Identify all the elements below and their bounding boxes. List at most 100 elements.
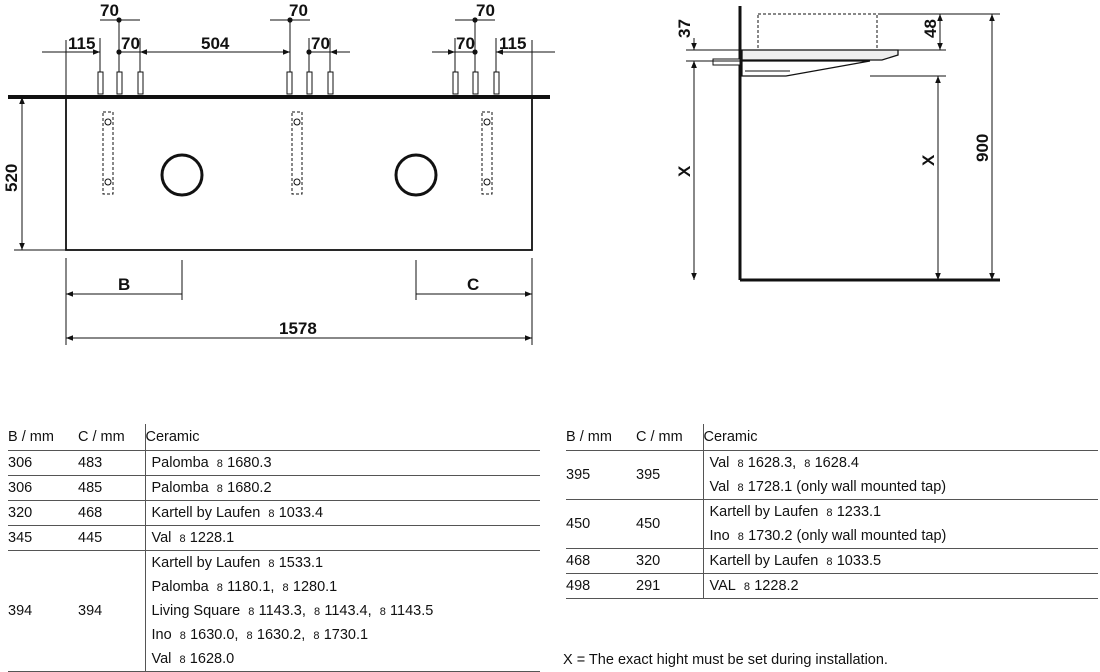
cell-b: 468 bbox=[566, 548, 636, 574]
article-number: 8 1233.1 bbox=[826, 504, 882, 520]
cell-c: 450 bbox=[636, 499, 703, 549]
article-number: 8 1143.4, bbox=[313, 603, 372, 619]
dim-top-70-3: 70 bbox=[476, 1, 495, 20]
ceramic-line: Val 8 1228.1 bbox=[152, 526, 541, 550]
ceramic-line: Kartell by Laufen 8 1033.5 bbox=[710, 549, 1099, 573]
ceramic-line: Val 8 1628.3, 8 1628.4 bbox=[710, 451, 1099, 475]
header-b: B / mm bbox=[566, 424, 636, 451]
wall-anchor bbox=[712, 58, 741, 66]
cell-c: 395 bbox=[636, 450, 703, 500]
support-bracket bbox=[741, 60, 871, 77]
header-ceramic: Ceramic bbox=[144, 424, 540, 451]
table-header-row: B / mm C / mm Ceramic bbox=[8, 424, 540, 451]
dim-top-70-1: 70 bbox=[100, 1, 119, 20]
article-number: 8 1033.5 bbox=[826, 553, 882, 569]
article-number: 8 1728.1 (only wall mounted tap) bbox=[737, 479, 947, 495]
cell-c: 468 bbox=[78, 500, 145, 526]
ceramic-name: Kartell by Laufen bbox=[151, 505, 269, 521]
cell-ceramic: Palomba 8 1680.2 bbox=[144, 475, 541, 501]
ceramic-line: Living Square 8 1143.3, 8 1143.4, 8 1143… bbox=[152, 599, 541, 623]
ceramic-line: Kartell by Laufen 8 1033.4 bbox=[152, 501, 541, 525]
dim-top-70-2: 70 bbox=[289, 1, 308, 20]
ceramic-name: Palomba bbox=[151, 455, 217, 471]
article-number: 8 1630.0, bbox=[179, 627, 239, 643]
ceramic-name: Val bbox=[151, 530, 180, 546]
cell-c: 291 bbox=[636, 573, 703, 599]
article-number: 8 1628.0 bbox=[179, 651, 235, 667]
ceramic-name: Kartell by Laufen bbox=[151, 555, 269, 571]
ceramic-name: Ino bbox=[151, 627, 180, 643]
cell-b: 450 bbox=[566, 499, 636, 549]
ceramic-name: Val bbox=[709, 455, 738, 471]
side-view: 37 X 48 X 900 bbox=[675, 6, 1000, 282]
dimension-line-520 bbox=[14, 97, 66, 251]
cell-b: 498 bbox=[566, 573, 636, 599]
mounting-bolts bbox=[97, 71, 500, 95]
ceramic-line: Palomba 8 1180.1, 8 1280.1 bbox=[152, 575, 541, 599]
article-number: 8 1143.3, bbox=[248, 603, 306, 619]
header-c: C / mm bbox=[78, 424, 145, 451]
header-b: B / mm bbox=[8, 424, 78, 451]
ceramic-name: Kartell by Laufen bbox=[709, 553, 827, 569]
dim-x-left: X bbox=[675, 165, 694, 177]
extension-lines-top bbox=[65, 20, 533, 97]
article-number: 8 1280.1 bbox=[282, 579, 338, 595]
cell-b: 395 bbox=[566, 450, 636, 500]
cell-c: 320 bbox=[636, 548, 703, 574]
article-number: 8 1630.2, bbox=[246, 627, 306, 643]
cell-ceramic: Palomba 8 1680.3 bbox=[144, 450, 540, 476]
ceramic-line: VAL 8 1228.2 bbox=[710, 574, 1099, 598]
ceramic-line: Palomba 8 1680.2 bbox=[152, 476, 541, 500]
ceramic-name: Palomba bbox=[151, 579, 217, 595]
dim-520: 520 bbox=[2, 164, 21, 192]
header-c: C / mm bbox=[636, 424, 703, 451]
ceramic-name: Kartell by Laufen bbox=[709, 504, 827, 520]
cell-b: 394 bbox=[8, 550, 78, 672]
cell-ceramic: Kartell by Laufen 8 1033.4 bbox=[144, 500, 541, 526]
article-number: 8 1730.2 (only wall mounted tap) bbox=[737, 528, 947, 544]
ceramic-name: Living Square bbox=[151, 603, 249, 619]
article-number: 8 1680.2 bbox=[216, 480, 272, 496]
article-number: 8 1628.3, bbox=[737, 455, 797, 471]
ceramic-line: Ino 8 1730.2 (only wall mounted tap) bbox=[710, 524, 1099, 548]
cell-b: 306 bbox=[8, 475, 78, 501]
dim-70-a: 70 bbox=[121, 34, 140, 53]
dim-37: 37 bbox=[675, 19, 694, 38]
ceramic-name: Val bbox=[709, 479, 738, 495]
dim-70-c: 70 bbox=[456, 34, 475, 53]
bracket-screws bbox=[104, 118, 491, 186]
dim-1578: 1578 bbox=[279, 319, 317, 338]
basin-hole-left bbox=[160, 153, 204, 197]
cell-ceramic: VAL 8 1228.2 bbox=[702, 573, 1099, 599]
article-number: 8 1033.4 bbox=[268, 505, 324, 521]
footnote: X = The exact hight must be set during i… bbox=[563, 652, 888, 668]
basin-hole-right bbox=[394, 153, 438, 197]
countertop-outline bbox=[65, 96, 533, 251]
cell-c: 483 bbox=[78, 450, 145, 476]
ceramic-name: Ino bbox=[709, 528, 738, 544]
dim-c: C bbox=[467, 275, 479, 294]
cell-ceramic: Val 8 1228.1 bbox=[144, 525, 541, 551]
ceramic-name: VAL bbox=[709, 578, 744, 594]
ceramic-name: Val bbox=[151, 651, 180, 667]
hidden-brackets bbox=[102, 111, 493, 195]
ceramic-line: Val 8 1728.1 (only wall mounted tap) bbox=[710, 475, 1099, 499]
technical-drawing: 70 70 70 115 70 504 70 70 115 520 B C 15… bbox=[2, 1, 1000, 345]
cell-b: 306 bbox=[8, 450, 78, 476]
dimension-dots bbox=[116, 17, 478, 55]
header-ceramic: Ceramic bbox=[702, 424, 1098, 451]
article-number: 8 1533.1 bbox=[268, 555, 324, 571]
dim-70-b: 70 bbox=[311, 34, 330, 53]
ceramic-line: Kartell by Laufen 8 1533.1 bbox=[152, 551, 541, 575]
cell-c: 394 bbox=[78, 550, 145, 672]
